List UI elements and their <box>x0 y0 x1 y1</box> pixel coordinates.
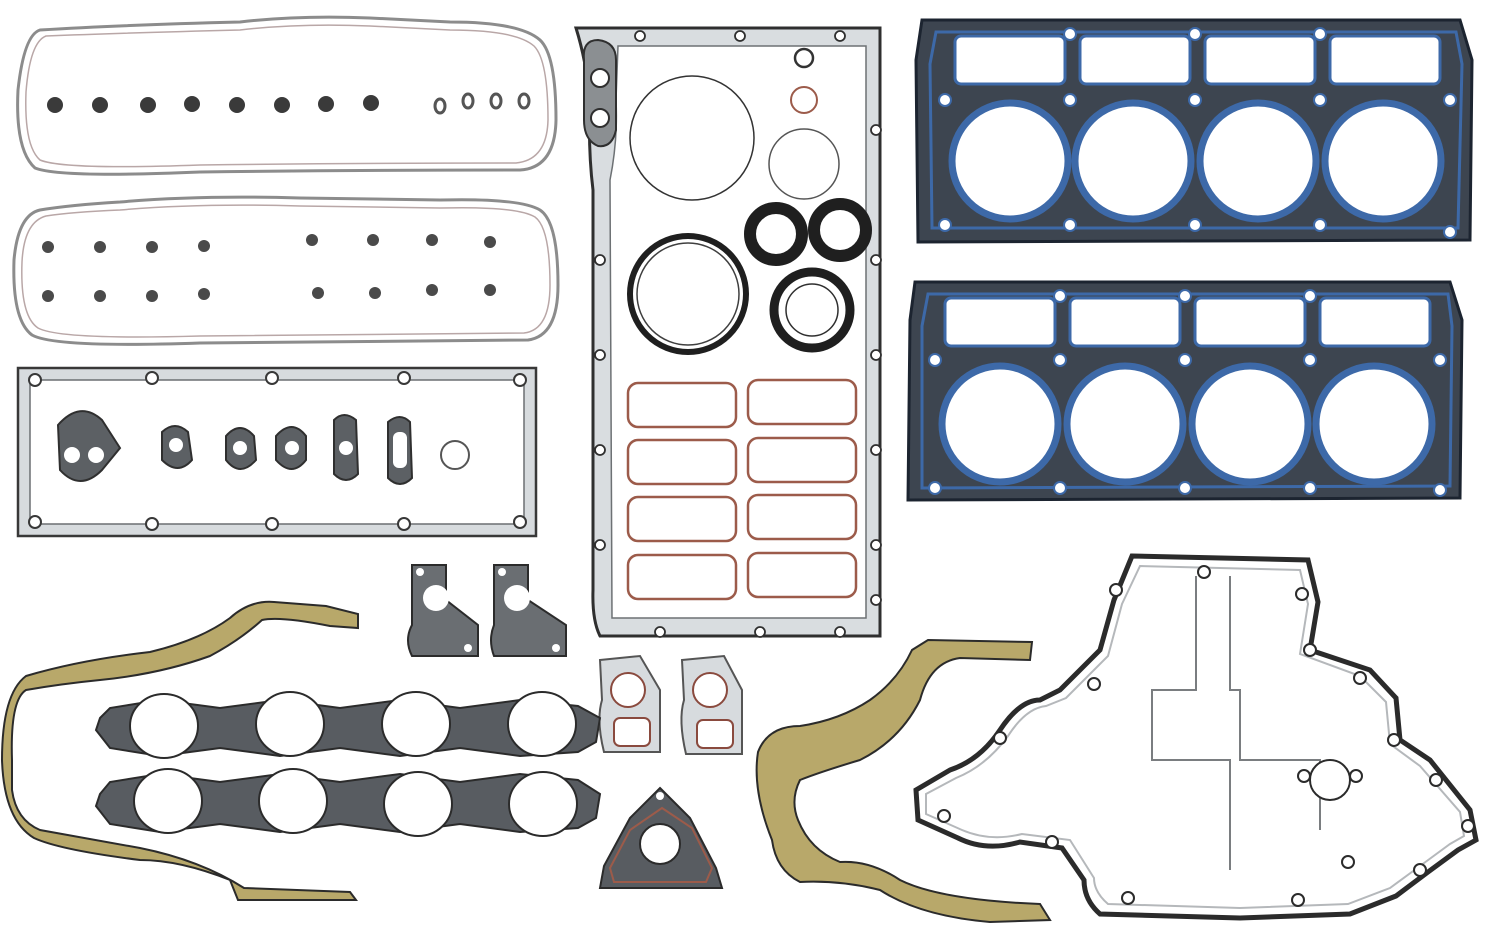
valley-o-ring <box>440 440 470 470</box>
timing-cover-gasket-center <box>755 638 1052 924</box>
valve-cover-gasket-lower <box>12 195 560 346</box>
valley-cover-bolt-holes <box>28 371 527 531</box>
head-gasket-lower <box>906 280 1464 502</box>
small-seal-rings-upper <box>433 92 531 115</box>
front-cover-sensor-port <box>1297 759 1363 801</box>
intake-port-seals <box>626 378 858 601</box>
head-gasket-upper-bores <box>948 99 1445 223</box>
pickup-o-ring-large <box>629 75 755 201</box>
front-crank-seal <box>769 267 855 353</box>
intake-manifold-gasket-lower <box>94 768 602 837</box>
valve-cover-gasket-upper <box>16 15 558 176</box>
rear-main-seal <box>627 233 749 355</box>
camshaft-seal-small-right <box>808 198 872 262</box>
intake-manifold-gasket-upper <box>94 691 602 759</box>
small-o-ring-orange <box>790 86 818 114</box>
small-o-ring-top <box>793 47 815 69</box>
head-gasket-lower-bores <box>938 362 1436 486</box>
camshaft-seal-small-left <box>744 202 808 266</box>
valve-cover-grommets-lower <box>42 234 496 302</box>
oil-pan-bolt-holes <box>594 30 882 638</box>
timing-cover-gasket-left <box>0 600 359 901</box>
pickup-o-ring-medium <box>768 128 840 200</box>
water-pump-gaskets-top <box>407 564 567 657</box>
front-cover-bolt-holes <box>937 565 1475 907</box>
valve-cover-grommets-upper <box>47 95 379 113</box>
water-pump-outlet-gasket <box>598 786 724 889</box>
head-gasket-upper <box>914 18 1474 244</box>
oil-pump-port <box>582 38 617 148</box>
valley-cover-gasket <box>16 366 538 538</box>
front-cover-gasket <box>913 553 1479 921</box>
